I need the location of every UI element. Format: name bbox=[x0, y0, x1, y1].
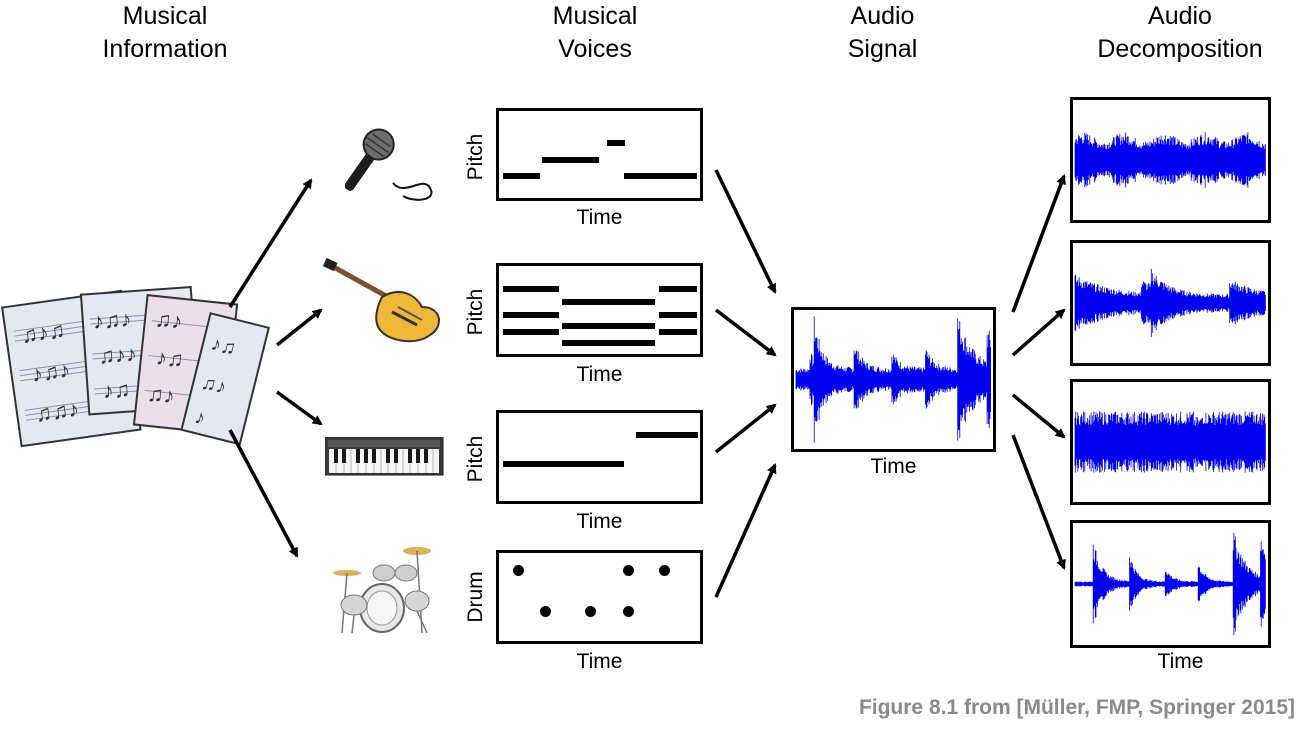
voice1-ylabel: Pitch bbox=[464, 133, 487, 181]
arrow-signal-to-decomp4 bbox=[1011, 434, 1066, 570]
header-line: Signal bbox=[847, 35, 918, 63]
keyboard-icon bbox=[325, 437, 444, 476]
decomposition-box-1 bbox=[1070, 97, 1271, 223]
header-line: Musical bbox=[552, 2, 638, 30]
arrow-signal-to-decomp2 bbox=[1011, 308, 1066, 357]
voice4-xlabel: Time bbox=[576, 650, 623, 673]
voice4-ylabel: Drum bbox=[464, 571, 487, 623]
header-line: Musical bbox=[122, 2, 208, 30]
note-bar bbox=[503, 329, 559, 335]
svg-text:♫♪♪: ♫♪♪ bbox=[97, 341, 137, 369]
arrow-to-microphone bbox=[228, 178, 313, 308]
decomposition-waveform-2 bbox=[1074, 268, 1266, 338]
note-bar bbox=[562, 340, 655, 346]
header-musical-information: Musical Information bbox=[60, 0, 270, 66]
voice3-xlabel: Time bbox=[576, 510, 623, 533]
decomposition-xlabel: Time bbox=[1157, 650, 1204, 673]
arrow-voice3-to-signal bbox=[714, 403, 777, 454]
svg-text:♪♫: ♪♫ bbox=[102, 377, 131, 404]
voice4-drum-roll bbox=[496, 550, 703, 644]
guitar-icon bbox=[322, 257, 440, 343]
drum-hit bbox=[513, 565, 524, 576]
decomposition-waveform-1 bbox=[1074, 132, 1266, 188]
note-bar bbox=[624, 173, 697, 179]
header-audio-signal: Audio Signal bbox=[790, 0, 975, 66]
note-bar bbox=[607, 140, 625, 146]
note-bar bbox=[562, 299, 655, 305]
voice1-piano-roll bbox=[496, 108, 703, 201]
voice1-xlabel: Time bbox=[576, 206, 623, 229]
drum-hit bbox=[540, 606, 551, 617]
svg-text:♫♪: ♫♪ bbox=[146, 381, 176, 409]
audio-signal-waveform bbox=[795, 316, 991, 443]
audio-signal-box bbox=[791, 307, 996, 452]
microphone-icon bbox=[345, 128, 433, 201]
arrow-to-guitar bbox=[275, 308, 323, 347]
decomposition-box-2 bbox=[1070, 240, 1271, 366]
arrow-signal-to-decomp3 bbox=[1011, 393, 1066, 439]
drum-hit bbox=[623, 565, 634, 576]
decomposition-box-4 bbox=[1070, 520, 1271, 648]
header-line: Decomposition bbox=[1097, 35, 1263, 63]
note-bar bbox=[659, 312, 697, 318]
header-musical-voices: Musical Voices bbox=[500, 0, 690, 66]
note-bar bbox=[503, 286, 559, 292]
header-line: Audio bbox=[1148, 2, 1212, 30]
svg-text:♫♫♪: ♫♫♪ bbox=[34, 396, 81, 427]
header-line: Audio bbox=[850, 2, 915, 30]
voice3-piano-roll bbox=[496, 410, 703, 504]
decomposition-waveform-3 bbox=[1074, 411, 1266, 473]
sheet-music-icon: ♫♪♫ ♪♫♪ ♫♫♪ ♪♫♪ ♫♪♪ ♪♫ ♫♪ ♪♫ ♫♪ bbox=[1, 285, 270, 448]
voice3-ylabel: Pitch bbox=[464, 435, 487, 483]
note-bar bbox=[503, 173, 540, 179]
note-bar bbox=[503, 461, 624, 467]
voice2-xlabel: Time bbox=[576, 363, 623, 386]
note-bar bbox=[503, 312, 559, 318]
decomposition-waveform-4 bbox=[1074, 532, 1266, 636]
voice2-ylabel: Pitch bbox=[464, 288, 487, 336]
voice2-piano-roll bbox=[496, 263, 703, 357]
svg-text:♫♪♫: ♫♪♫ bbox=[19, 317, 66, 348]
figure-caption: Figure 8.1 from [Müller, FMP, Springer 2… bbox=[858, 696, 1295, 719]
note-bar bbox=[659, 329, 697, 335]
svg-text:♪♫: ♪♫ bbox=[155, 344, 185, 372]
audio-signal-xlabel: Time bbox=[870, 455, 917, 478]
arrow-voice4-to-signal bbox=[714, 463, 777, 598]
arrow-voice1-to-signal bbox=[714, 169, 777, 294]
arrow-signal-to-decomp1 bbox=[1011, 174, 1066, 313]
arrow-to-keyboard bbox=[275, 390, 323, 426]
header-line: Voices bbox=[558, 35, 632, 63]
svg-text:♪♫♪: ♪♫♪ bbox=[92, 306, 132, 334]
svg-text:♫♪: ♫♪ bbox=[154, 306, 184, 334]
header-line: Information bbox=[102, 35, 228, 63]
drum-hit bbox=[585, 606, 596, 617]
drum-hit bbox=[623, 606, 634, 617]
decomposition-box-3 bbox=[1070, 379, 1271, 505]
note-bar bbox=[562, 323, 655, 329]
svg-text:♪♫♪: ♪♫♪ bbox=[30, 357, 72, 387]
arrow-voice2-to-signal bbox=[714, 308, 777, 357]
header-audio-decomposition: Audio Decomposition bbox=[1070, 0, 1290, 66]
drum-hit bbox=[659, 565, 670, 576]
drumkit-icon bbox=[333, 547, 431, 634]
note-bar bbox=[542, 157, 599, 163]
note-bar bbox=[636, 432, 698, 438]
arrow-to-drums bbox=[228, 429, 299, 558]
note-bar bbox=[659, 286, 697, 292]
